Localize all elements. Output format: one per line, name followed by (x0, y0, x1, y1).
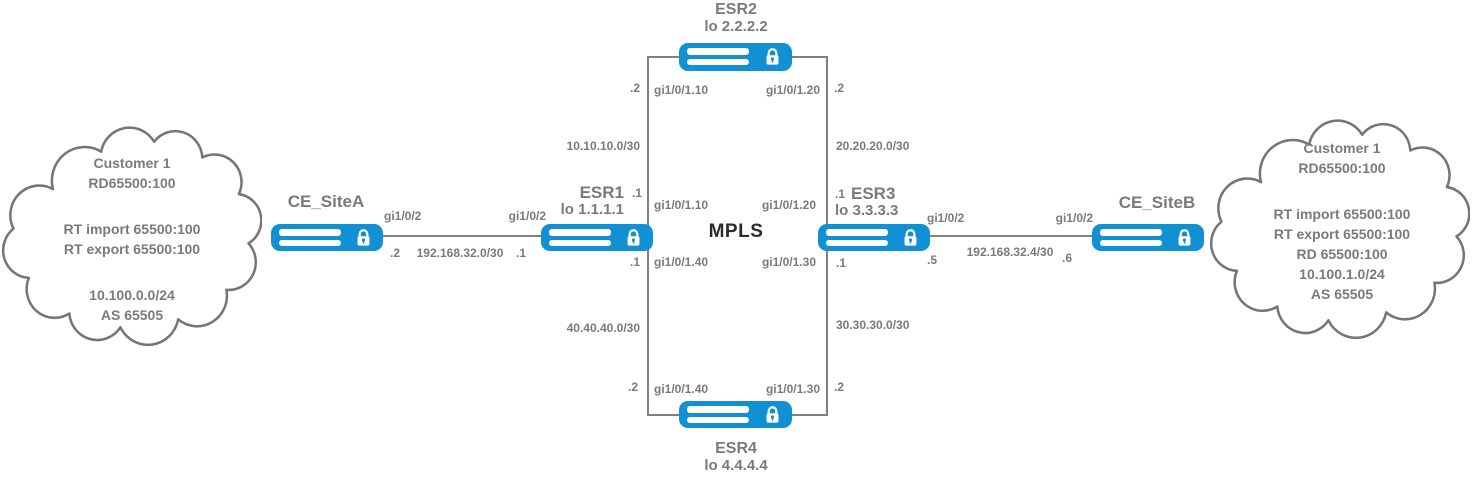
router-ce-siteb (1092, 224, 1204, 251)
iface-ce-sitea-gi102: gi1/0/2 (384, 209, 422, 223)
router-label-ce-sitea: CE_SiteA (287, 192, 365, 211)
cloud-outline (1, 126, 262, 347)
cloud-line: RT export 65500:100 (1273, 226, 1411, 242)
iface-esr2-sub10: gi1/0/1.10 (654, 83, 709, 97)
router-slots (687, 406, 749, 423)
lock-icon (627, 229, 640, 246)
lock-icon (766, 48, 779, 65)
router-esr3 (818, 224, 930, 251)
subnet-esr1-esr2: 10.10.10.0/30 (566, 139, 640, 153)
link-ce-sitea-esr1 (378, 235, 548, 237)
cloud-line: AS 65505 (1310, 286, 1374, 302)
cloud-line: RT export 65500:100 (63, 241, 201, 257)
router-esr4 (679, 401, 792, 428)
iface-esr3-sub30: gi1/0/1.30 (761, 255, 816, 269)
router-slots (687, 48, 749, 65)
iface-esr1-sub10: gi1/0/1.10 (654, 198, 709, 212)
ip-esr1-sub10: .1 (631, 186, 642, 200)
cloud-line: 10.100.0.0/24 (89, 287, 175, 303)
slot-bar (1100, 239, 1162, 246)
cloud-line: RD65500:100 (1298, 160, 1386, 176)
ip-ce-sitea: .2 (390, 246, 401, 260)
iface-esr1-gi102: gi1/0/2 (508, 209, 546, 223)
loopback-label-esr4: lo 4.4.4.4 (704, 457, 768, 474)
slot-bar (549, 239, 611, 246)
link-esr3-ce-siteb (925, 235, 1097, 237)
iface-esr3-sub20: gi1/0/1.20 (761, 198, 816, 212)
router-slots (549, 229, 611, 246)
customer1-siteb-cloud (1209, 119, 1470, 340)
slot-bar (687, 406, 749, 413)
ip-esr1-gi102: .1 (516, 246, 527, 260)
cloud-line (1238, 178, 1446, 204)
lock-icon (904, 229, 917, 246)
iface-esr3-gi102: gi1/0/2 (927, 211, 965, 225)
customer1-sitea-cloud (1, 126, 262, 347)
slot-bar (687, 48, 749, 55)
subnet-esr2-esr3: 20.20.20.0/30 (836, 139, 910, 153)
slot-bar (279, 229, 341, 236)
ip-esr2-sub20: .2 (834, 81, 845, 95)
cloud-line: RD65500:100 (88, 175, 176, 191)
cloud-line: RT import 65500:100 (1273, 206, 1411, 222)
slot-bar (826, 229, 888, 236)
loopback-label-esr1: lo 1.1.1.1 (560, 201, 624, 218)
lock-icon (766, 406, 779, 423)
slot-bar (687, 58, 749, 65)
iface-esr2-sub20: gi1/0/1.20 (765, 83, 820, 97)
subnet-ce-a-esr1: 192.168.32.0/30 (416, 246, 504, 260)
subnet-esr4-esr3: 30.30.30.0/30 (836, 318, 910, 332)
slot-bar (826, 239, 888, 246)
router-slots (279, 229, 341, 246)
ip-ce-siteb: .6 (1062, 251, 1073, 265)
iface-esr1-sub40: gi1/0/1.40 (654, 255, 709, 269)
cloud-line: RT import 65500:100 (63, 221, 201, 237)
loopback-label-esr3: lo 3.3.3.3 (835, 202, 899, 219)
router-esr2 (679, 43, 792, 71)
iface-esr4-sub30: gi1/0/1.30 (765, 382, 820, 396)
subnet-esr3-ce-b: 192.168.32.4/30 (966, 245, 1054, 259)
slot-bar (279, 239, 341, 246)
mpls-core-label: MPLS (708, 221, 764, 242)
cloud-line (28, 193, 236, 219)
router-esr1 (541, 224, 653, 251)
ip-esr2-sub10: .2 (629, 81, 640, 95)
customer1-siteb-cloud-text: Customer 1 RD65500:100 RT import 65500:1… (1238, 138, 1446, 304)
ip-esr4-sub30: .2 (834, 380, 845, 394)
ip-esr4-sub40: .2 (627, 380, 638, 394)
subnet-esr1-esr4: 40.40.40.0/30 (566, 321, 640, 335)
router-label-esr3: ESR3 (851, 184, 896, 203)
iface-ce-siteb-gi102: gi1/0/2 (1055, 211, 1093, 225)
slot-bar (687, 416, 749, 423)
ip-esr1-sub40: .1 (629, 255, 640, 269)
slot-bar (549, 229, 611, 236)
ip-esr3-sub30: .1 (836, 256, 847, 270)
cloud-line: RD 65500:100 (1296, 246, 1388, 262)
slot-bar (1100, 229, 1162, 236)
ip-esr3-sub20: .1 (835, 187, 846, 201)
cloud-outline (1209, 119, 1470, 340)
lock-icon (1178, 229, 1191, 246)
router-slots (826, 229, 888, 246)
router-label-esr2: ESR2 (715, 1, 757, 18)
lock-icon (357, 229, 370, 246)
router-ce-sitea (271, 224, 383, 251)
router-label-esr1: ESR1 (579, 183, 624, 202)
cloud-line: Customer 1 (93, 155, 171, 171)
router-slots (1100, 229, 1162, 246)
cloud-line (28, 259, 236, 285)
router-label-esr4: ESR4 (715, 440, 757, 457)
cloud-line: AS 65505 (100, 307, 164, 323)
loopback-label-esr2: lo 2.2.2.2 (704, 18, 768, 35)
customer1-sitea-cloud-text: Customer 1 RD65500:100 RT import 65500:1… (28, 153, 236, 325)
ip-esr3-gi102: .5 (927, 253, 938, 267)
iface-esr4-sub40: gi1/0/1.40 (654, 382, 709, 396)
cloud-line: Customer 1 (1303, 140, 1381, 156)
router-label-ce-siteb: CE_SiteB (1118, 193, 1196, 212)
cloud-line: 10.100.1.0/24 (1299, 266, 1385, 282)
